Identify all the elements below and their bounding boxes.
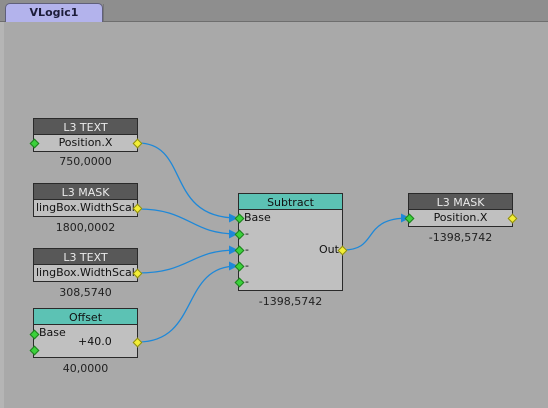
node-l3-mask-2[interactable]: L3 MASK Position.X [404,193,518,227]
node-header[interactable]: L3 MASK [408,193,513,210]
tab-bar [0,0,548,22]
node-body: Base - - - - Out [238,210,343,291]
node-l3-mask-1[interactable]: L3 MASK lingBox.WidthScaled [33,183,143,217]
node-header[interactable]: Subtract [238,193,343,210]
property-row[interactable]: lingBox.WidthScaled [36,201,137,214]
node-body: lingBox.WidthScaled [33,265,138,282]
node-value-readout: 308,5740 [59,286,112,299]
node-offset[interactable]: Offset Base +40.0 [29,308,143,358]
property-row[interactable]: Position.X [433,211,488,224]
node-value-readout: 40,0000 [62,362,109,375]
canvas-left-edge [0,22,4,408]
minus-input-label-1: - [245,227,249,240]
node-value-readout: 750,0000 [59,155,112,168]
property-row[interactable]: Position.X [58,136,113,149]
property-row[interactable]: lingBox.WidthScaled [36,266,137,279]
node-header[interactable]: Offset [33,308,138,325]
tab-separator [103,4,104,21]
minus-input-label-4: - [245,275,249,288]
base-input-label: Base [39,326,66,339]
tab-bar-divider [0,21,548,22]
node-body: Position.X [408,210,513,227]
node-body: Position.X [33,135,138,152]
node-subtract[interactable]: Subtract Base - - - - Out [234,193,348,291]
offset-amount[interactable]: +40.0 [78,335,112,348]
minus-input-label-2: - [245,243,249,256]
output-label: Out [319,243,339,256]
node-body: Base +40.0 [33,325,138,358]
node-header[interactable]: L3 TEXT [33,248,138,265]
node-value-readout: 1800,0002 [55,221,116,234]
node-header[interactable]: L3 TEXT [33,118,138,135]
node-value-readout: -1398,5742 [428,231,493,244]
node-header[interactable]: L3 MASK [33,183,138,200]
node-value-readout: -1398,5742 [258,295,323,308]
base-input-label: Base [244,211,271,224]
node-l3-text-1[interactable]: L3 TEXT Position.X [29,118,143,152]
node-body: lingBox.WidthScaled [33,200,138,217]
tab-vlogic1[interactable]: VLogic1 [5,3,103,22]
node-l3-text-2[interactable]: L3 TEXT lingBox.WidthScaled [33,248,143,282]
minus-input-label-3: - [245,259,249,272]
